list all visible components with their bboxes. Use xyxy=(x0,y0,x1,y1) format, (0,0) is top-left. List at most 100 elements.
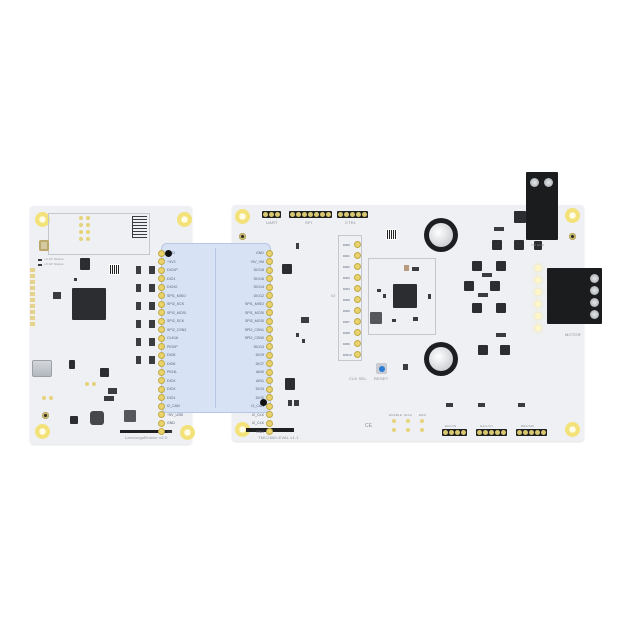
motor-terminal-block[interactable] xyxy=(547,268,602,324)
pin-label: DIO13 xyxy=(253,344,264,349)
pin-label: GND xyxy=(256,251,264,256)
pin-label: +5V_VM xyxy=(250,259,264,264)
status-led xyxy=(392,419,396,423)
signal-row: DIR2 xyxy=(340,261,360,272)
test-pad xyxy=(92,382,96,386)
component xyxy=(136,302,141,310)
pin-row: SPI2_MOSI xyxy=(159,309,215,318)
reset-label: RESET xyxy=(374,376,389,381)
pin-label: I2_CLK xyxy=(252,412,264,417)
pin-label: DIO9 xyxy=(255,353,264,358)
reset-button[interactable] xyxy=(376,363,387,374)
mount-hole xyxy=(565,422,580,437)
pin-label: AIN1 xyxy=(256,378,264,383)
pin-label: DIO3 xyxy=(167,378,176,383)
pin-pad xyxy=(159,412,164,418)
pin-pad xyxy=(267,352,272,358)
pin-pad xyxy=(267,344,272,350)
pin-pad xyxy=(159,344,164,350)
status-led xyxy=(392,428,396,432)
uart-header[interactable] xyxy=(262,211,281,218)
pin-row: AIN0 xyxy=(216,368,272,377)
enc-in-header[interactable] xyxy=(442,429,467,436)
pin-label: DIO7 xyxy=(255,361,264,366)
pin-row: DIO0 xyxy=(216,394,272,403)
pin-label: SPI2_SCK xyxy=(167,319,185,324)
status-led xyxy=(406,419,410,423)
pin-pad xyxy=(267,293,272,299)
status-led xyxy=(420,428,424,432)
usb-c-port[interactable] xyxy=(32,360,52,377)
pin-label: SPI2_CSN1 xyxy=(244,327,264,332)
flash-chip xyxy=(80,258,90,270)
driver-board: UART SPI CTRL DIR0 DIR1 DIR2 DIR3 DIR4 D… xyxy=(232,205,584,441)
component xyxy=(149,284,155,292)
pin-label: DIO0 xyxy=(255,395,264,400)
pin-label: DIO8 xyxy=(167,353,176,358)
ic-chip xyxy=(124,410,136,422)
screw-terminal[interactable] xyxy=(590,274,599,283)
pin-pad xyxy=(267,267,272,273)
power-label: VM GND xyxy=(531,243,545,247)
screw-terminal[interactable] xyxy=(590,310,599,319)
antenna-connector[interactable] xyxy=(39,240,49,251)
mount-hole xyxy=(177,212,192,227)
ce-mark: CE xyxy=(365,423,373,429)
status-led xyxy=(38,264,42,266)
pin-label: DIO16 xyxy=(253,276,264,281)
component xyxy=(301,317,309,323)
screw-terminal[interactable] xyxy=(590,286,599,295)
motor-led xyxy=(535,289,541,295)
pin-pad xyxy=(267,369,272,375)
power-terminal-block[interactable] xyxy=(526,172,558,240)
ic-chip xyxy=(100,368,109,377)
pin-pad xyxy=(267,378,272,384)
component xyxy=(302,339,305,343)
pin-label: DIO1 xyxy=(167,395,176,400)
mount-hole xyxy=(235,209,250,224)
component xyxy=(136,356,141,364)
ref-sw-header[interactable] xyxy=(516,429,547,436)
pin-label: CLK16 xyxy=(167,336,178,341)
spi-header[interactable] xyxy=(289,211,332,218)
hall-in-header[interactable] xyxy=(476,429,507,436)
component xyxy=(108,388,117,394)
pin-label: PIO0P xyxy=(167,344,178,349)
mount-hole xyxy=(235,422,250,437)
pin-pad xyxy=(159,293,164,299)
pin-pad xyxy=(267,284,272,290)
ctrl-label: CTRL xyxy=(345,220,357,225)
pin-pad xyxy=(159,352,164,358)
pin-label: DIO10 xyxy=(167,285,178,290)
screw-terminal[interactable] xyxy=(590,298,599,307)
component xyxy=(149,266,155,274)
jumper-pad xyxy=(86,230,90,234)
component xyxy=(149,320,155,328)
screw-terminal[interactable] xyxy=(530,178,539,187)
pin-label: I2_CAN xyxy=(167,404,180,409)
pin-row: DIO12 xyxy=(216,292,272,301)
antenna-outline xyxy=(48,213,150,255)
pin-pad xyxy=(159,361,164,367)
ctrl-header[interactable] xyxy=(337,211,368,218)
pin-pad xyxy=(355,242,360,247)
pin-pad xyxy=(159,327,164,333)
status-label-5v: +5.0V Status xyxy=(44,262,64,266)
signal-row: DIR5 xyxy=(340,294,360,305)
pin-label: SPI2_MOSI xyxy=(167,310,186,315)
pin-row: DIO10 xyxy=(159,283,215,292)
edge-header[interactable] xyxy=(30,268,35,328)
pin-row: SPI2_CSN2 xyxy=(159,326,215,335)
pin-pad xyxy=(159,369,164,375)
pin-pad xyxy=(267,318,272,324)
pin-pad xyxy=(159,259,164,265)
pin-row: DIO16 xyxy=(216,275,272,284)
screw-terminal[interactable] xyxy=(544,178,553,187)
pin-pad xyxy=(267,403,272,409)
pin-list-left: GND+3V3DIO1PDIO1DIO10SPI1_MISOSPI2_SCKSP… xyxy=(159,249,215,436)
pin-row: I2_CAN xyxy=(159,402,215,411)
component xyxy=(403,364,408,370)
inductor xyxy=(370,312,382,324)
pin-label: SPI2_CSN2 xyxy=(167,327,187,332)
